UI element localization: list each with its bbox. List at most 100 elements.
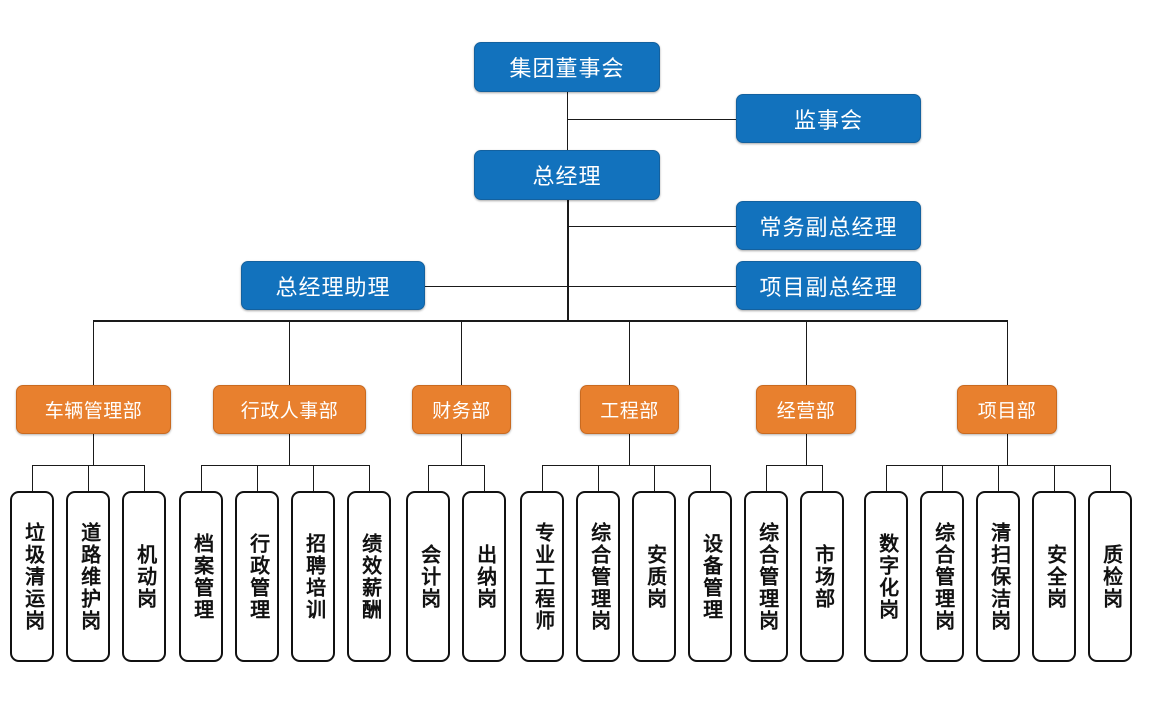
post-node-label: 设备管理 [699, 532, 722, 621]
post-node[interactable]: 质检岗 [1088, 491, 1132, 662]
connector-vertical [428, 465, 429, 491]
department-node-label: 经营部 [776, 401, 836, 422]
post-node-label: 综合管理岗 [587, 521, 610, 632]
post-node-label: 数字化岗 [875, 532, 898, 621]
connector-vertical [567, 92, 568, 150]
connector-vertical [461, 434, 462, 465]
post-node-label: 档案管理 [190, 532, 213, 621]
connector-vertical [822, 465, 823, 491]
connector-vertical [1054, 465, 1055, 491]
post-node-label: 道路维护岗 [77, 521, 100, 632]
connector-vertical [484, 465, 485, 491]
post-node-label: 安质岗 [643, 543, 666, 610]
post-node-label: 垃圾清运岗 [21, 521, 44, 632]
connector-vertical [88, 465, 89, 491]
connector-vertical [313, 465, 314, 491]
connector-vertical [942, 465, 943, 491]
connector-vertical [567, 200, 569, 320]
connector-horizontal [766, 465, 822, 466]
connector-horizontal [425, 285, 567, 287]
post-node[interactable]: 清扫保洁岗 [976, 491, 1020, 662]
department-node-finance[interactable]: 财务部 [412, 385, 511, 434]
post-node[interactable]: 数字化岗 [864, 491, 908, 662]
connector-vertical [766, 465, 767, 491]
node-supervisory-board-label: 监事会 [793, 107, 863, 133]
node-executive-vice-president-label: 常务副总经理 [759, 214, 898, 240]
post-node[interactable]: 会计岗 [406, 491, 450, 662]
post-node-label: 质检岗 [1099, 543, 1122, 610]
department-node-admin-hr[interactable]: 行政人事部 [213, 385, 366, 434]
post-node-label: 行政管理 [246, 532, 269, 621]
post-node-label: 综合管理岗 [755, 521, 778, 632]
department-node-engineering[interactable]: 工程部 [580, 385, 679, 434]
connector-vertical [257, 465, 258, 491]
connector-vertical [369, 465, 370, 491]
connector-vertical [886, 465, 887, 491]
node-board-label: 集团董事会 [509, 56, 625, 81]
connector-vertical [1007, 320, 1008, 385]
connector-vertical [1110, 465, 1111, 491]
post-node[interactable]: 综合管理岗 [744, 491, 788, 662]
department-node-label: 行政人事部 [240, 401, 339, 422]
connector-horizontal [542, 465, 710, 466]
node-project-vice-president[interactable]: 项目副总经理 [736, 261, 921, 310]
post-node[interactable]: 综合管理岗 [576, 491, 620, 662]
post-node-label: 出纳岗 [473, 543, 496, 610]
post-node[interactable]: 出纳岗 [462, 491, 506, 662]
connector-vertical [598, 465, 599, 491]
connector-horizontal [201, 465, 369, 466]
connector-vertical [461, 320, 462, 385]
department-node-vehicle[interactable]: 车辆管理部 [16, 385, 171, 434]
post-node[interactable]: 机动岗 [122, 491, 166, 662]
node-executive-vice-president[interactable]: 常务副总经理 [736, 201, 921, 250]
post-node-label: 安全岗 [1043, 543, 1066, 610]
post-node[interactable]: 道路维护岗 [66, 491, 110, 662]
post-node[interactable]: 绩效薪酬 [347, 491, 391, 662]
node-supervisory-board[interactable]: 监事会 [736, 94, 921, 143]
department-node-label: 财务部 [432, 401, 491, 422]
connector-vertical [93, 320, 94, 385]
connector-horizontal [93, 320, 1007, 322]
post-node[interactable]: 垃圾清运岗 [10, 491, 54, 662]
post-node-label: 招聘培训 [302, 532, 325, 621]
post-node[interactable]: 招聘培训 [291, 491, 335, 662]
node-gm-assistant-label: 总经理助理 [275, 274, 391, 300]
node-board[interactable]: 集团董事会 [474, 42, 660, 92]
post-node-label: 综合管理岗 [931, 521, 954, 632]
node-gm-assistant[interactable]: 总经理助理 [241, 261, 425, 310]
connector-vertical [806, 320, 807, 385]
post-node[interactable]: 设备管理 [688, 491, 732, 662]
node-project-vice-president-label: 项目副总经理 [759, 274, 898, 300]
department-node-label: 车辆管理部 [44, 401, 143, 422]
node-general-manager-label: 总经理 [532, 164, 602, 189]
connector-horizontal [567, 225, 736, 227]
post-node[interactable]: 市场部 [800, 491, 844, 662]
post-node-label: 机动岗 [133, 543, 156, 610]
connector-vertical [1007, 434, 1008, 465]
department-node-project[interactable]: 项目部 [957, 385, 1057, 434]
connector-vertical [32, 465, 33, 491]
department-node-operations[interactable]: 经营部 [756, 385, 856, 434]
connector-vertical [806, 434, 807, 465]
connector-horizontal [567, 285, 736, 287]
connector-vertical [542, 465, 543, 491]
connector-vertical [144, 465, 145, 491]
connector-vertical [710, 465, 711, 491]
post-node[interactable]: 综合管理岗 [920, 491, 964, 662]
connector-vertical [629, 434, 630, 465]
connector-horizontal [567, 118, 736, 120]
connector-vertical [289, 434, 290, 465]
post-node[interactable]: 安质岗 [632, 491, 676, 662]
connector-vertical [654, 465, 655, 491]
post-node-label: 清扫保洁岗 [987, 521, 1010, 632]
node-general-manager[interactable]: 总经理 [474, 150, 660, 200]
post-node[interactable]: 档案管理 [179, 491, 223, 662]
post-node[interactable]: 安全岗 [1032, 491, 1076, 662]
post-node[interactable]: 专业工程师 [520, 491, 564, 662]
connector-vertical [998, 465, 999, 491]
post-node[interactable]: 行政管理 [235, 491, 279, 662]
connector-horizontal [428, 465, 484, 466]
connector-vertical [289, 320, 290, 385]
connector-vertical [93, 434, 94, 465]
